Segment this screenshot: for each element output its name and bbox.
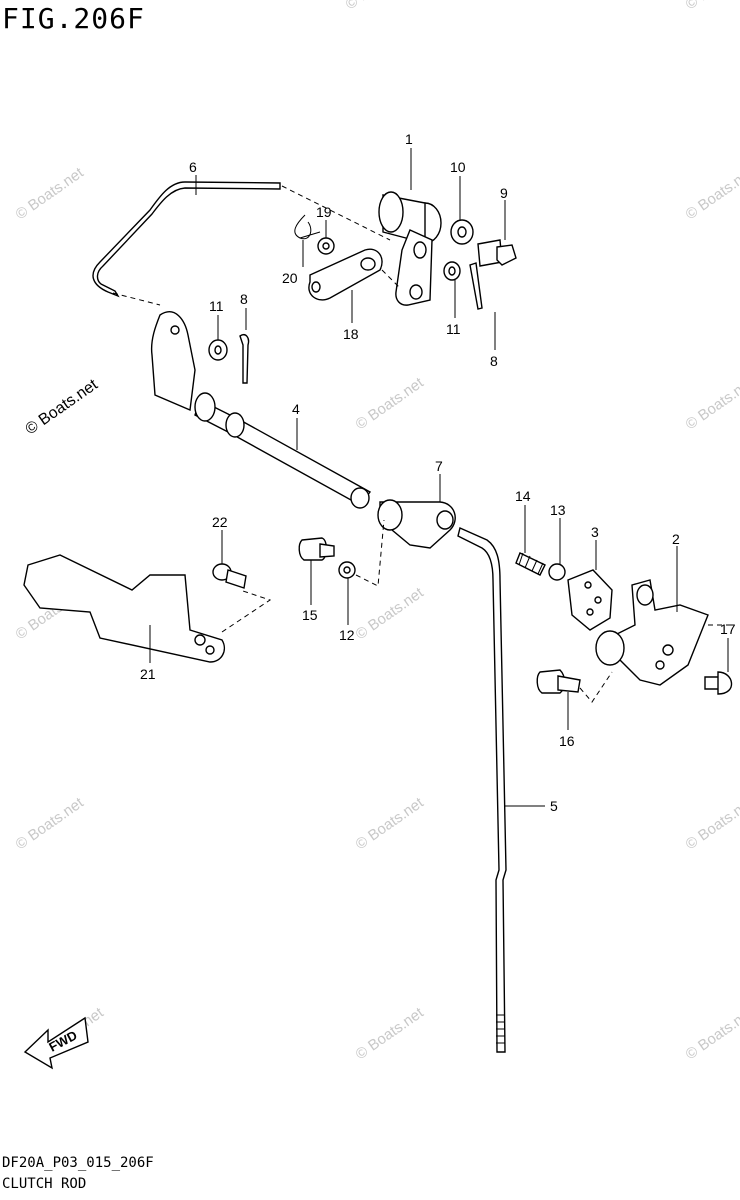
fwd-arrow: FWD xyxy=(23,1016,89,1070)
callout-11: 11 xyxy=(446,321,461,337)
part-17-screw xyxy=(704,671,733,695)
part-3-detent-block xyxy=(567,569,613,631)
watermark: © Boats.net xyxy=(353,584,428,643)
part-8-pin-left xyxy=(239,334,250,384)
callout-7: 7 xyxy=(435,458,443,474)
callout-19: 19 xyxy=(316,204,332,220)
callout-18: 18 xyxy=(343,326,359,342)
watermark: © Boats.net xyxy=(683,1004,740,1063)
callout-12: 12 xyxy=(339,627,355,643)
figure-code: DF20A_P03_015_206F xyxy=(2,1155,154,1171)
watermark: © Boats.net xyxy=(353,374,428,433)
callout-2: 2 xyxy=(672,531,680,547)
part-8-pin-upper xyxy=(469,262,483,310)
part-4-shaft xyxy=(150,311,372,509)
part-22-bolt xyxy=(212,563,247,589)
watermark: © Boats.net xyxy=(343,0,418,13)
part-16-bolt xyxy=(536,669,613,703)
part-2-lever-assembly xyxy=(595,579,730,686)
part-11-washer-left xyxy=(208,339,228,361)
part-19-washer xyxy=(317,237,335,255)
callout-5: 5 xyxy=(550,798,558,814)
assembly-line xyxy=(355,519,385,587)
part-21-bracket xyxy=(23,554,272,663)
callout-16: 16 xyxy=(559,733,575,749)
callout-11: 11 xyxy=(209,298,224,314)
watermark: © Boats.net xyxy=(13,794,88,853)
callout-labels: 1 2 3 4 5 6 7 8 8 9 10 11 11 12 13 14 15… xyxy=(140,131,736,814)
part-5-clutch-rod xyxy=(457,527,507,1053)
figure-name: CLUTCH ROD xyxy=(2,1176,87,1192)
callout-15: 15 xyxy=(302,607,318,623)
part-11-washer-upper xyxy=(443,261,461,281)
leader-lines xyxy=(149,148,729,807)
callout-10: 10 xyxy=(450,159,466,175)
part-14-spring xyxy=(515,552,546,576)
callout-17: 17 xyxy=(720,621,736,637)
part-10-washer xyxy=(450,219,474,245)
callout-3: 3 xyxy=(591,524,599,540)
callout-20: 20 xyxy=(282,270,298,286)
watermark: © Boats.net xyxy=(683,164,740,223)
part-9-bolt xyxy=(477,239,517,267)
watermark: © Boats.net xyxy=(353,1004,428,1063)
callout-8: 8 xyxy=(240,291,248,307)
callout-9: 9 xyxy=(500,185,508,201)
part-6-wire-rod xyxy=(92,181,391,306)
callout-1: 1 xyxy=(405,131,413,147)
watermarks: © Boats.net © Boats.net © Boats.net © Bo… xyxy=(13,0,740,1063)
callout-6: 6 xyxy=(189,159,197,175)
part-7-lever xyxy=(377,499,456,549)
watermark: © Boats.net xyxy=(353,794,428,853)
part-18-link-arm xyxy=(308,248,401,301)
watermark: © Boats.net xyxy=(683,794,740,853)
part-20-clip xyxy=(294,214,321,240)
side-watermark: © Boats.net xyxy=(23,376,102,438)
callout-4: 4 xyxy=(292,401,300,417)
callout-13: 13 xyxy=(550,502,566,518)
part-1-lever xyxy=(378,191,442,306)
callout-14: 14 xyxy=(515,488,531,504)
callout-22: 22 xyxy=(212,514,228,530)
watermark: © Boats.net xyxy=(683,0,740,13)
part-15-bolt xyxy=(298,537,335,561)
watermark: © Boats.net xyxy=(13,164,88,223)
callout-21: 21 xyxy=(140,666,156,682)
callout-8: 8 xyxy=(490,353,498,369)
part-12-washer xyxy=(338,561,356,579)
part-13-ball xyxy=(548,563,566,581)
figure-title: FIG.206F xyxy=(2,2,145,35)
watermark: © Boats.net xyxy=(683,374,740,433)
